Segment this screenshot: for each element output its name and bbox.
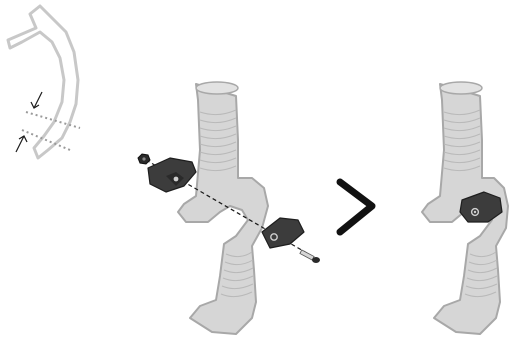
result-grip-top <box>440 82 482 94</box>
detail-arrow-up-icon <box>16 136 27 152</box>
left-adapter-plate <box>148 158 196 192</box>
assembly-grip-top <box>196 82 238 94</box>
chevron-right-icon <box>340 182 372 232</box>
assembly-view <box>138 82 320 334</box>
result-view <box>422 82 508 334</box>
detail-grip-outline <box>8 6 78 158</box>
nut-icon <box>138 154 150 164</box>
bolt-icon <box>300 250 320 263</box>
right-adapter-plate <box>262 218 304 248</box>
detail-arrow-down-icon <box>31 92 42 108</box>
detail-view <box>8 6 80 158</box>
